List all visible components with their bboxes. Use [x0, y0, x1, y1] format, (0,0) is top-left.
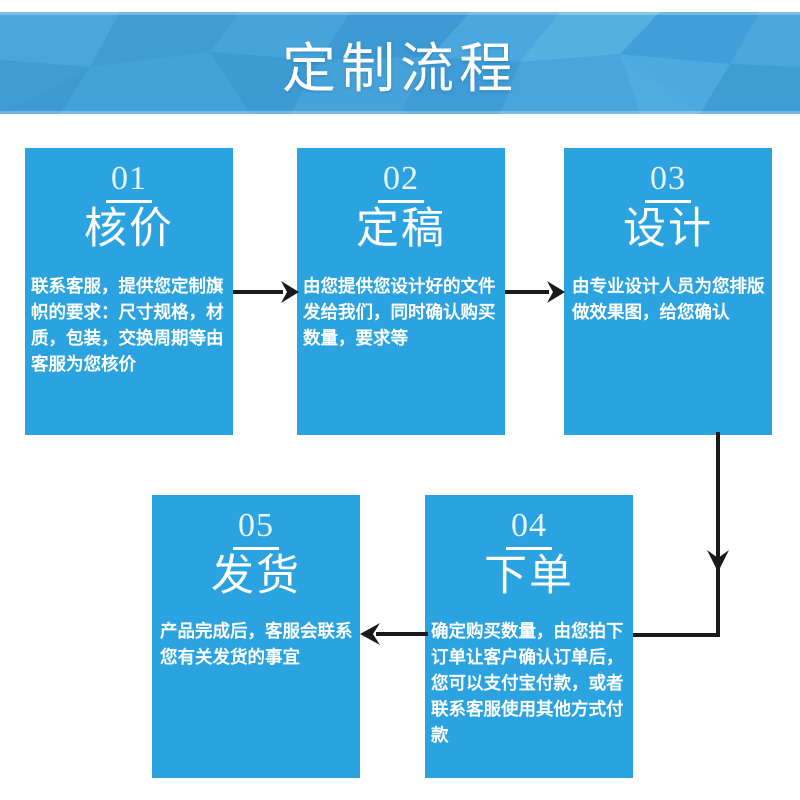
step-divider-rule — [378, 200, 424, 203]
step-title-05: 发货 — [211, 553, 301, 600]
step-divider-rule — [106, 200, 152, 203]
step-body-03: 由专业设计人员为您排版做效果图，给您确认 — [572, 276, 765, 322]
step-title-02: 定稿 — [356, 206, 446, 253]
step-body-01: 联系客服，提供您定制旗帜的要求：尺寸规格，材质，包装，交换周期等由客服为您核价 — [31, 276, 224, 374]
arrow-left-icon-step4-to-step5 — [360, 623, 428, 645]
arrow-right-icon-step1-to-step2 — [233, 281, 299, 303]
step-card-03[interactable]: 03 设计 由专业设计人员为您排版做效果图，给您确认 — [564, 148, 772, 435]
step-body-02: 由您提供您设计好的文件发给我们，同时确认购买数量，要求等 — [303, 276, 496, 348]
step-title-01: 核价 — [84, 206, 174, 253]
banner-top-highlight — [0, 12, 800, 15]
step-title-03: 设计 — [623, 206, 713, 253]
step-card-05[interactable]: 05 发货 产品完成后，客服会联系您有关发货的事宜 — [152, 495, 360, 778]
page-title: 定制流程 — [282, 38, 518, 99]
step-number-01: 01 — [111, 160, 147, 197]
step-number-02: 02 — [383, 160, 419, 197]
arrow-right-icon-step2-to-step3 — [505, 281, 565, 303]
step-divider-rule — [645, 200, 691, 203]
arrow-down-left-icon-step3-to-step4 — [633, 432, 729, 637]
step-card-01[interactable]: 01 核价 联系客服，提供您定制旗帜的要求：尺寸规格，材质，包装，交换周期等由客… — [25, 148, 233, 435]
step-title-04: 下单 — [484, 553, 574, 600]
step-card-02[interactable]: 02 定稿 由您提供您设计好的文件发给我们，同时确认购买数量，要求等 — [297, 148, 505, 435]
step-body-04: 确定购买数量，由您拍下订单让客户确认订单后，您可以支付宝付款，或者联系客服使用其… — [431, 621, 624, 745]
step-divider-rule — [233, 547, 279, 550]
step-number-04: 04 — [511, 507, 547, 544]
step-body-05: 产品完成后，客服会联系您有关发货的事宜 — [160, 621, 353, 667]
banner-bottom-highlight — [0, 111, 800, 114]
step-number-03: 03 — [650, 160, 686, 197]
step-number-05: 05 — [238, 507, 274, 544]
header-banner: 定制流程 — [0, 12, 800, 114]
step-divider-rule — [506, 547, 552, 550]
low-poly-background — [0, 12, 800, 114]
step-card-04[interactable]: 04 下单 确定购买数量，由您拍下订单让客户确认订单后，您可以支付宝付款，或者联… — [425, 495, 633, 778]
